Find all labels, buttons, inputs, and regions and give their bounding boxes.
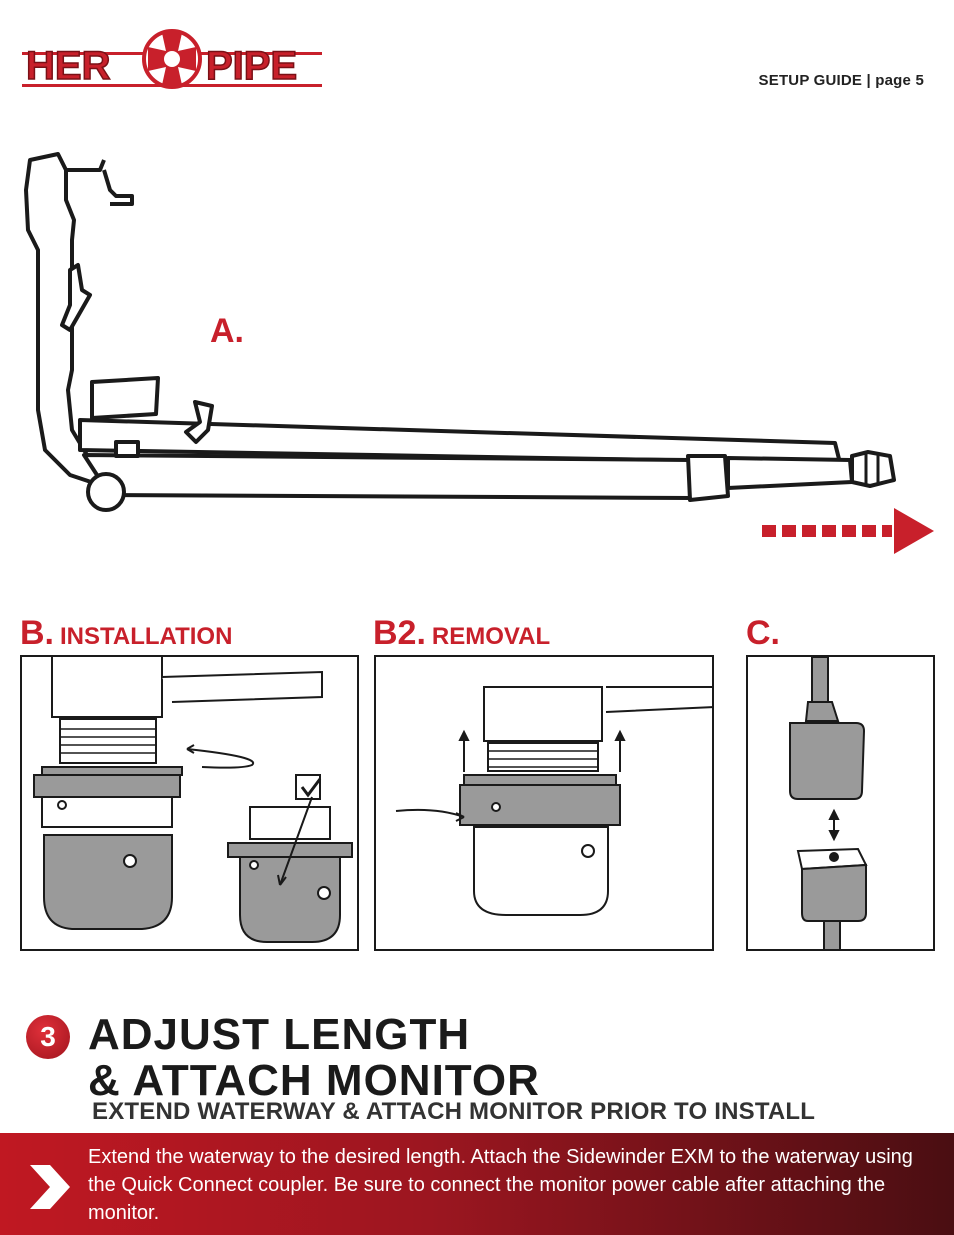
removal-illustration (374, 655, 714, 951)
instruction-text: Extend the waterway to the desired lengt… (88, 1146, 913, 1224)
waterway-illustration (24, 152, 934, 554)
logo-text-right: PIPE (206, 44, 297, 88)
section-b-label: B.INSTALLATION (20, 614, 232, 653)
section-b2-label: B2.REMOVAL (373, 614, 550, 653)
hero-pipe-logo: HER PIPE (22, 29, 322, 89)
section-c-label: C. (746, 614, 780, 653)
section-c-letter: C. (746, 614, 780, 652)
section-b2-title: REMOVAL (431, 623, 551, 650)
section-b-title: INSTALLATION (60, 623, 233, 650)
step-subtitle: EXTEND WATERWAY & ATTACH MONITOR PRIOR T… (92, 1098, 816, 1125)
installation-illustration (20, 655, 359, 951)
figure-a-label: A. (210, 312, 244, 350)
section-b-letter: B. (20, 614, 54, 652)
logo-text-left: HER (26, 44, 111, 88)
maltese-cross-icon (142, 29, 202, 89)
page-label: SETUP GUIDE | page 5 (758, 72, 924, 89)
step-title: ADJUST LENGTH & ATTACH MONITOR (88, 1010, 540, 1105)
dashed-arrow-right-icon (762, 508, 934, 554)
step-number-badge: 3 (26, 1015, 70, 1059)
power-cable-illustration (746, 655, 935, 951)
section-b2-letter: B2. (373, 614, 426, 652)
chevron-right-icon (30, 1165, 70, 1209)
instruction-bar: Extend the waterway to the desired lengt… (0, 1133, 954, 1235)
checklist-icon (295, 774, 322, 800)
